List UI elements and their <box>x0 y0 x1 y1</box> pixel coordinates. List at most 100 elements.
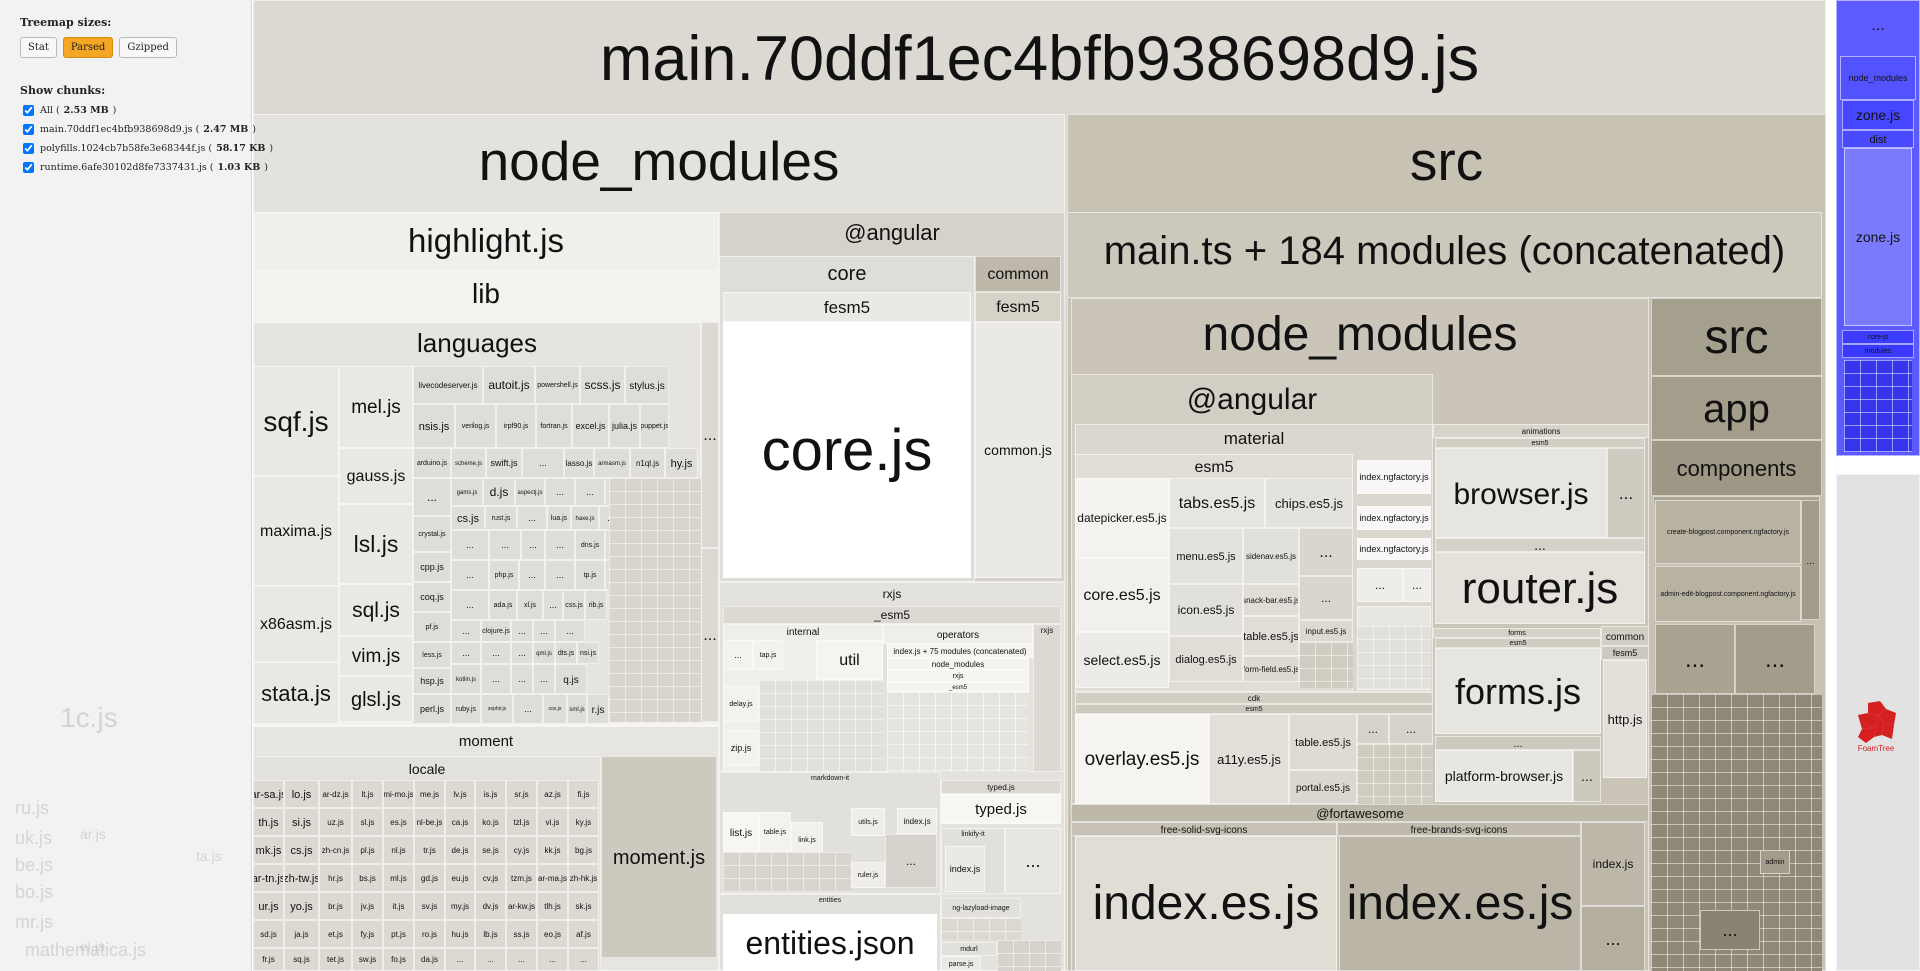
language-file-node[interactable]: ... <box>545 560 575 590</box>
locale-file-node[interactable]: vi.js <box>537 808 568 836</box>
locale-file-node[interactable]: tzm.js <box>506 864 537 892</box>
locale-file-node[interactable]: ar-kw.js <box>506 892 537 920</box>
components-node[interactable]: components <box>1651 440 1822 496</box>
language-file-node[interactable]: puppet.js <box>640 404 669 448</box>
locale-file-node[interactable]: eo.js <box>537 920 568 948</box>
language-file-node[interactable]: ... <box>511 620 533 642</box>
app-more-node[interactable]: ... <box>1700 910 1760 950</box>
a11y-node[interactable]: a11y.es5.js <box>1209 714 1289 804</box>
locale-file-node[interactable]: fi.js <box>568 780 599 808</box>
rxjs-internal-small[interactable] <box>759 680 883 772</box>
chunk-row[interactable]: runtime.6afe30102d8fe7337431.js (1.03 KB… <box>20 162 268 173</box>
locale-file-node[interactable]: ro.js <box>414 920 445 948</box>
locale-file-node[interactable]: ca.js <box>445 808 475 836</box>
http-common-node[interactable]: common <box>1601 626 1649 646</box>
cdk-table-node[interactable]: table.es5.js <box>1289 714 1357 770</box>
locale-file-node[interactable]: lo.js <box>284 780 319 808</box>
locale-file-node[interactable]: ar-dz.js <box>319 780 352 808</box>
forms-esm5-node[interactable]: esm5 <box>1435 638 1601 648</box>
language-file-node[interactable]: armasm.js <box>594 448 630 478</box>
animations-esm5-node[interactable]: esm5 <box>1435 438 1645 448</box>
markdown-utils-node[interactable]: utils.js <box>851 808 885 836</box>
locale-file-node[interactable]: cs.js <box>284 836 319 864</box>
rxjs-esm5-node[interactable]: _esm5 <box>723 606 1061 624</box>
overlay-node[interactable]: overlay.es5.js <box>1075 714 1209 804</box>
locale-file-node[interactable]: de.js <box>445 836 475 864</box>
typed-more-node[interactable]: ... <box>1005 828 1061 894</box>
zone-dist-node[interactable]: dist <box>1842 130 1914 148</box>
language-file-node[interactable]: scss.js <box>580 366 625 404</box>
locale-file-node[interactable]: hu.js <box>445 920 475 948</box>
locale-file-node[interactable]: ur.js <box>253 892 284 920</box>
locale-file-node[interactable]: et.js <box>319 920 352 948</box>
locale-file-node[interactable]: ... <box>445 948 475 971</box>
angular-common-node[interactable]: common <box>975 256 1061 292</box>
locale-file-node[interactable]: da.js <box>414 948 445 971</box>
language-file-node[interactable]: ... <box>451 642 481 664</box>
stat-button[interactable]: Stat <box>20 37 57 58</box>
locale-file-node[interactable]: se.js <box>475 836 506 864</box>
language-file-node[interactable]: ... <box>533 620 555 642</box>
locale-file-node[interactable]: kk.js <box>537 836 568 864</box>
language-file-node[interactable]: swift.js <box>486 448 522 478</box>
parsed-button[interactable]: Parsed <box>62 37 114 58</box>
input-node[interactable]: input.es5.js <box>1299 620 1353 642</box>
ngfactory-node[interactable]: index.ngfactory.js <box>1357 460 1431 494</box>
mdurl-node[interactable]: mdurl <box>941 942 997 956</box>
locale-file-node[interactable]: af.js <box>568 920 599 948</box>
zone-js-node[interactable]: zone.js <box>1844 148 1912 326</box>
menu-node[interactable]: menu.es5.js <box>1169 528 1243 584</box>
language-file-node[interactable]: haxe.js <box>571 506 599 530</box>
locale-file-node[interactable]: lt.js <box>352 780 383 808</box>
language-file-node[interactable]: ... <box>521 530 545 560</box>
language-file-node[interactable]: gams.js <box>451 478 483 506</box>
language-file-node[interactable]: less.js <box>413 642 451 668</box>
markdown-index-node[interactable]: index.js <box>897 808 937 834</box>
language-file-node[interactable]: ... <box>511 642 533 664</box>
locale-file-node[interactable]: hr.js <box>319 864 352 892</box>
locale-file-node[interactable]: zh-hk.js <box>568 864 599 892</box>
language-file-node[interactable]: lua.js <box>547 506 571 530</box>
language-file-node[interactable]: php.js <box>489 560 519 590</box>
language-file-node[interactable]: ... <box>511 664 533 694</box>
admin-edit-factory-node[interactable]: admin-edit-blogpost.component.ngfactory.… <box>1655 566 1801 622</box>
language-file-node[interactable]: clojure.js <box>481 620 511 642</box>
language-file-node[interactable]: ... <box>522 448 564 478</box>
locale-file-node[interactable]: bs.js <box>352 864 383 892</box>
fortawesome-node[interactable]: @fortawesome <box>1071 804 1649 822</box>
components-more-node[interactable]: ... <box>1655 624 1735 694</box>
markdown-ruler-node[interactable]: ruler.js <box>851 862 885 888</box>
locale-file-node[interactable]: az.js <box>537 780 568 808</box>
locale-file-node[interactable]: lb.js <box>475 920 506 948</box>
more-languages-node[interactable]: ... <box>701 322 719 548</box>
language-file-node[interactable]: d.js <box>483 478 515 506</box>
language-file-node[interactable]: ... <box>481 642 511 664</box>
language-file-node[interactable]: hy.js <box>665 448 698 478</box>
operators-index-node[interactable]: index.js + 75 modules (concatenated) <box>887 644 1033 658</box>
language-file-node[interactable]: stata.js <box>253 662 339 724</box>
locale-file-node[interactable]: uz.js <box>319 808 352 836</box>
language-file-node[interactable]: sql.js <box>339 584 413 636</box>
language-file-node[interactable]: sqf.js <box>253 366 339 476</box>
dialog-node[interactable]: dialog.es5.js <box>1169 636 1243 682</box>
platform-more-node[interactable]: ... <box>1573 750 1601 802</box>
locale-file-node[interactable]: fo.js <box>383 948 414 971</box>
locale-file-node[interactable]: sd.js <box>253 920 284 948</box>
language-file-node[interactable]: ... <box>481 664 511 694</box>
markdown-list-node[interactable]: list.js <box>723 812 759 852</box>
entities-json-node[interactable]: entities.json <box>723 914 937 971</box>
material-small-modules[interactable] <box>1299 642 1353 688</box>
language-file-node[interactable]: ... <box>451 560 489 590</box>
form-field-node[interactable]: form-field.es5.js <box>1243 656 1299 682</box>
http-js-node[interactable]: http.js <box>1603 660 1647 778</box>
core-js-modules-small[interactable] <box>1844 360 1912 452</box>
typed-node[interactable]: typed.js <box>941 780 1061 794</box>
operators-node-modules[interactable]: node_modules <box>887 658 1029 670</box>
polyfills-node-modules-node[interactable]: node_modules <box>1840 56 1916 100</box>
src-src-node[interactable]: src <box>1651 298 1822 376</box>
rxjs-extra-node[interactable]: rxjs <box>1033 624 1061 772</box>
chunk-checkbox[interactable] <box>23 105 34 116</box>
gzipped-button[interactable]: Gzipped <box>119 37 177 58</box>
core-js-node[interactable]: core.js <box>723 322 971 578</box>
locale-file-node[interactable]: tzl.js <box>506 808 537 836</box>
